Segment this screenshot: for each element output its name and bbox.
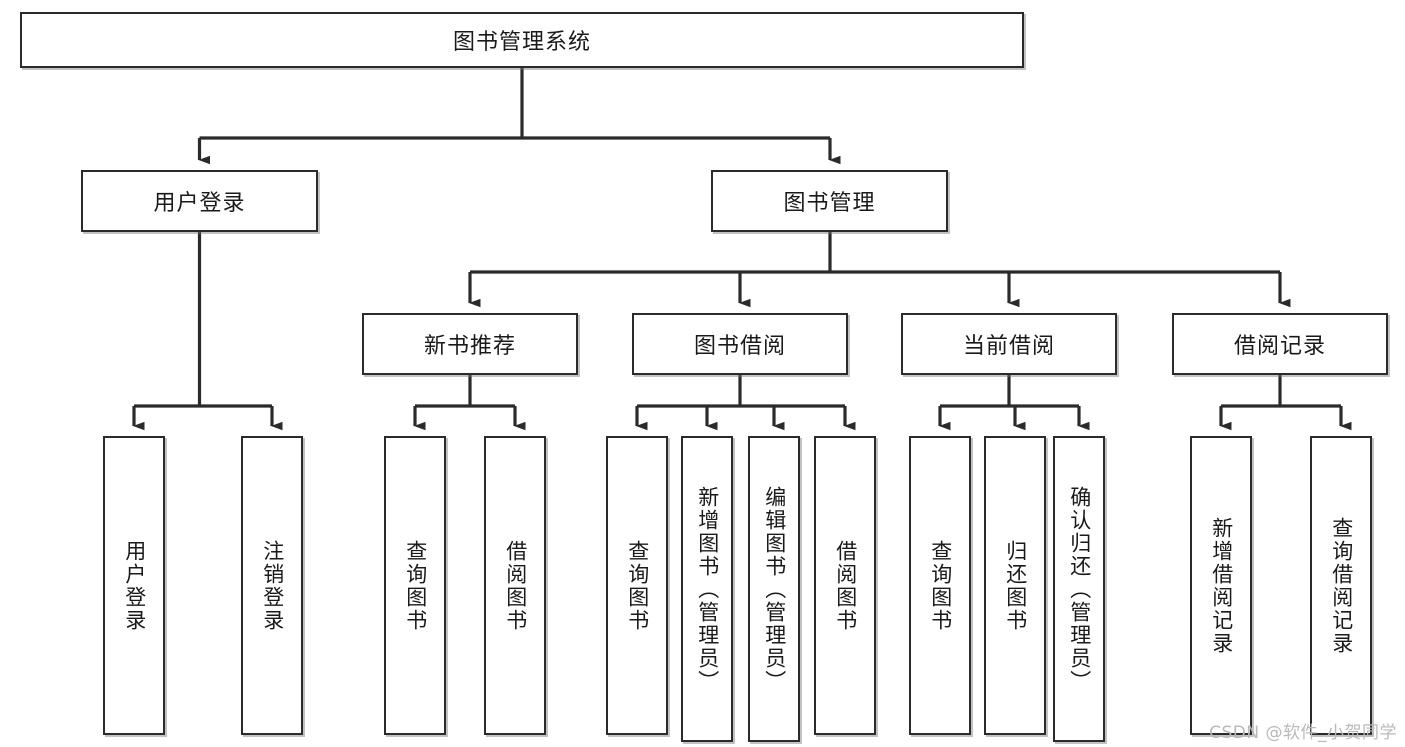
node-borrow-record-label: 借阅记录 — [1233, 334, 1326, 359]
node-leaf-label: 归还图书 — [1003, 539, 1028, 632]
node-leaf-user-logout[interactable]: 注销登录 — [241, 436, 303, 735]
node-leaf-label: 查询图书 — [625, 539, 650, 632]
node-user-login-label: 用户登录 — [153, 191, 246, 216]
node-new-book-rec[interactable]: 新书推荐 — [362, 313, 578, 375]
node-leaf-query-book-3[interactable]: 查询图书 — [909, 436, 971, 735]
node-book-borrow-label: 图书借阅 — [693, 334, 786, 359]
node-leaf-borrow-book-2[interactable]: 借阅图书 — [814, 436, 876, 735]
node-leaf-borrow-book-1[interactable]: 借阅图书 — [484, 436, 546, 735]
node-leaf-label: 新增借阅记录 — [1209, 516, 1234, 655]
node-leaf-label: 用户登录 — [122, 539, 147, 632]
node-borrow-record[interactable]: 借阅记录 — [1172, 313, 1388, 375]
node-leaf-query-book-2[interactable]: 查询图书 — [606, 436, 668, 735]
node-leaf-label: 注销登录 — [260, 539, 285, 632]
node-leaf-user-login[interactable]: 用户登录 — [103, 436, 165, 735]
node-leaf-label: 确认归还（管理员） — [1067, 485, 1092, 693]
node-leaf-add-record[interactable]: 新增借阅记录 — [1190, 436, 1252, 735]
node-leaf-label: 查询图书 — [403, 539, 428, 632]
node-leaf-add-book[interactable]: 新增图书（管理员） — [681, 436, 733, 742]
node-book-borrow[interactable]: 图书借阅 — [632, 313, 848, 375]
node-current-borrow-label: 当前借阅 — [962, 334, 1055, 359]
node-user-login[interactable]: 用户登录 — [81, 170, 318, 232]
node-leaf-edit-book[interactable]: 编辑图书（管理员） — [748, 436, 800, 742]
node-current-borrow[interactable]: 当前借阅 — [901, 313, 1117, 375]
node-new-book-rec-label: 新书推荐 — [423, 334, 516, 359]
node-leaf-query-book-1[interactable]: 查询图书 — [384, 436, 446, 735]
node-leaf-label: 编辑图书（管理员） — [762, 485, 787, 693]
node-book-manage[interactable]: 图书管理 — [711, 170, 948, 232]
node-book-manage-label: 图书管理 — [783, 191, 876, 216]
node-leaf-label: 新增图书（管理员） — [695, 485, 720, 693]
node-leaf-label: 借阅图书 — [503, 539, 528, 632]
node-leaf-label: 借阅图书 — [833, 539, 858, 632]
node-leaf-label: 查询借阅记录 — [1329, 516, 1354, 655]
node-root[interactable]: 图书管理系统 — [20, 12, 1024, 68]
node-root-label: 图书管理系统 — [452, 30, 591, 55]
node-leaf-query-record[interactable]: 查询借阅记录 — [1310, 436, 1372, 735]
node-leaf-label: 查询图书 — [928, 539, 953, 632]
node-leaf-return-book[interactable]: 归还图书 — [984, 436, 1046, 735]
csdn-watermark: CSDN @软件_小贺同学 — [1209, 723, 1397, 743]
node-leaf-confirm-return[interactable]: 确认归还（管理员） — [1053, 436, 1105, 742]
